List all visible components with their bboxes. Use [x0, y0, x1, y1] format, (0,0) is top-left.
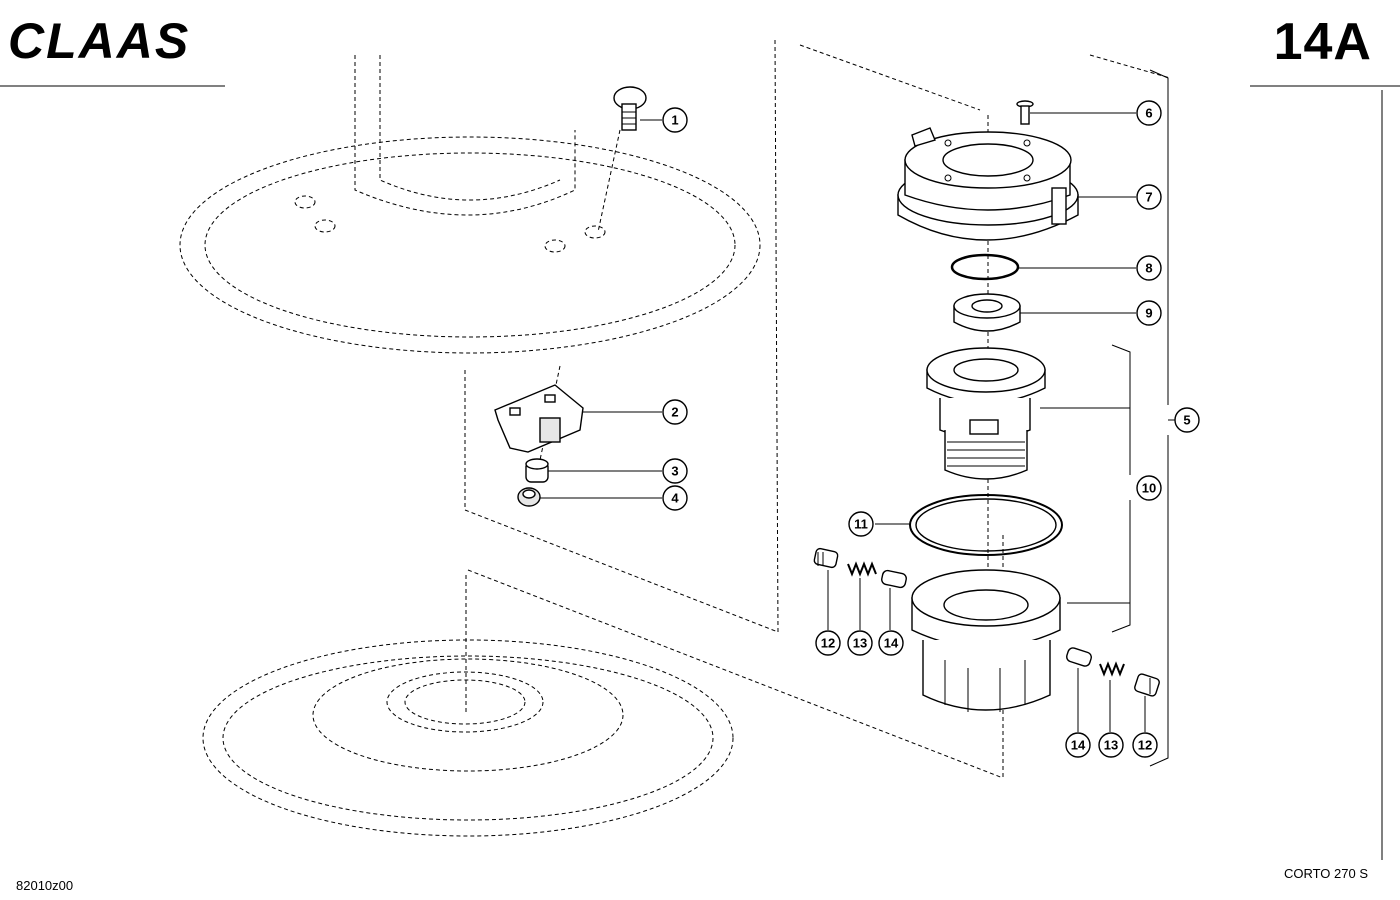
- svg-text:4: 4: [671, 491, 679, 506]
- svg-text:11: 11: [854, 517, 868, 532]
- callout-11: 11: [848, 511, 874, 537]
- lower-mower-disc: [202, 575, 734, 837]
- svg-text:1: 1: [671, 113, 678, 128]
- svg-text:10: 10: [1142, 481, 1156, 496]
- callout-12-left: 12: [815, 630, 841, 656]
- part-12-plug-right: [1134, 673, 1160, 697]
- callout-3: 3: [662, 458, 688, 484]
- callout-5: 5: [1174, 407, 1200, 433]
- brand-logo-text: CLAAS: [8, 14, 190, 64]
- svg-text:3: 3: [671, 464, 678, 479]
- callout-9: 9: [1136, 300, 1162, 326]
- svg-text:7: 7: [1145, 190, 1152, 205]
- part-9-ball-bearing: [953, 293, 1021, 332]
- svg-text:13: 13: [853, 636, 867, 651]
- callout-2: 2: [662, 399, 688, 425]
- svg-text:13: 13: [1104, 738, 1118, 753]
- svg-text:14: 14: [884, 636, 899, 651]
- part-4-nut: [517, 487, 541, 507]
- svg-text:14: 14: [1071, 738, 1086, 753]
- machine-model: CORTO 270 S: [1283, 866, 1368, 881]
- callout-8: 8: [1136, 255, 1162, 281]
- callout-13-left: 13: [847, 630, 873, 656]
- upper-mower-disc: [179, 55, 761, 354]
- part-8-circlip: [950, 253, 1020, 281]
- callout-14-left: 14: [878, 630, 904, 656]
- part-1-carriage-bolt: [613, 86, 647, 131]
- sheet-number: 14A: [1273, 13, 1372, 71]
- callout-7: 7: [1136, 184, 1162, 210]
- svg-text:12: 12: [1138, 738, 1152, 753]
- part-10-bearing-housing: [926, 347, 1046, 480]
- part-14-pin-right: [1066, 647, 1092, 667]
- drawing-number: 82010z00: [16, 878, 74, 893]
- leader-lines: [540, 69, 1175, 767]
- part-12-plug-left: [813, 547, 839, 569]
- part-3-bushing: [525, 458, 549, 483]
- part-13-spring-left: [847, 561, 877, 577]
- part-7-housing-cover: [897, 127, 1079, 241]
- callout-4: 4: [662, 485, 688, 511]
- part-11-o-ring: [909, 494, 1063, 556]
- svg-text:2: 2: [671, 405, 678, 420]
- svg-text:6: 6: [1145, 106, 1152, 121]
- callout-6: 6: [1136, 100, 1162, 126]
- svg-text:5: 5: [1183, 413, 1190, 428]
- claas-logo: CLAAS: [8, 14, 190, 64]
- part-2-bracket: [494, 384, 584, 453]
- callout-10: 10: [1136, 475, 1162, 501]
- part-13-spring-right: [1099, 661, 1125, 677]
- part-14-pin-left: [881, 569, 907, 589]
- callout-12-right: 12: [1132, 732, 1158, 758]
- svg-text:9: 9: [1145, 306, 1152, 321]
- callout-14-right: 14: [1065, 732, 1091, 758]
- part-6-countersunk-screw: [1016, 100, 1034, 125]
- callout-1: 1: [662, 107, 688, 133]
- svg-text:8: 8: [1145, 261, 1152, 276]
- callout-13-right: 13: [1098, 732, 1124, 758]
- part-10-gear-housing-lower: [911, 569, 1061, 712]
- svg-text:12: 12: [821, 636, 835, 651]
